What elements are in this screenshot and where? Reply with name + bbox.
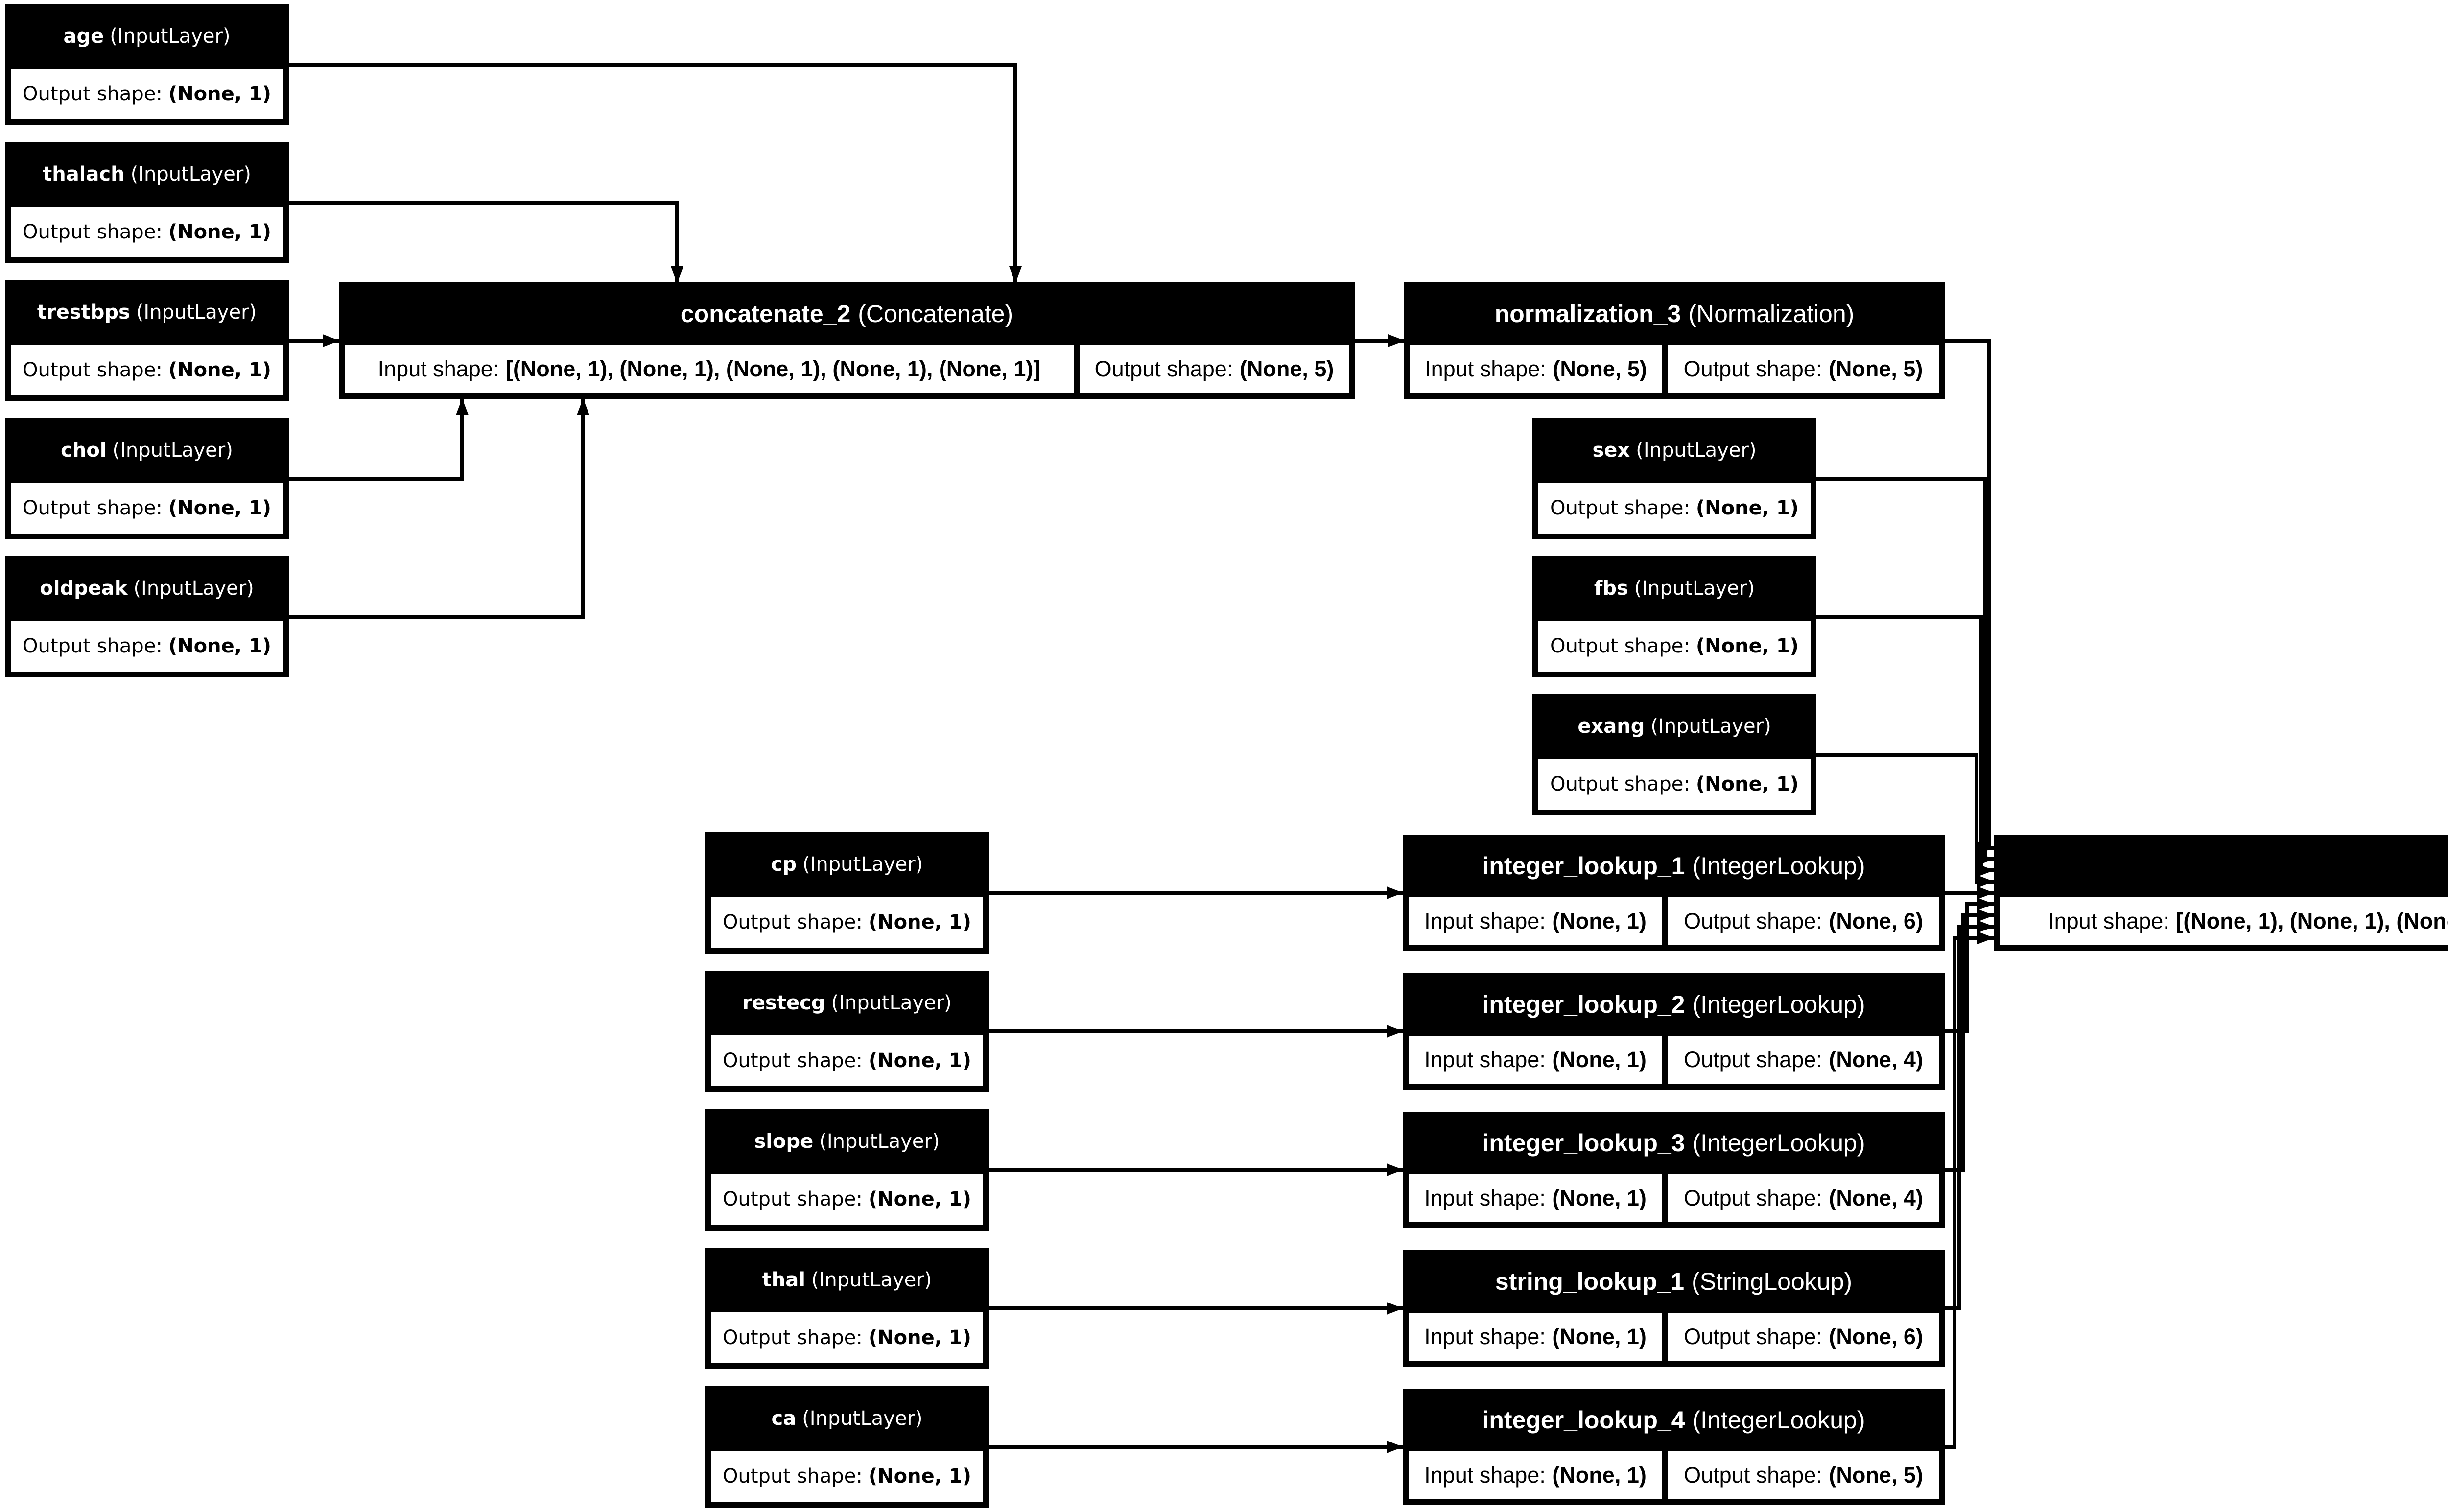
node-concatenate_2: concatenate_2(Concatenate) Input shape:[… xyxy=(339,282,1355,399)
output-shape-cell: Output shape:(None, 1) xyxy=(1538,483,1811,534)
output-shape-cell: Output shape:(None, 1) xyxy=(11,345,283,395)
input-shape-cell: Input shape:(None, 1) xyxy=(1409,1451,1662,1499)
node-title: concatenate_3(Concatenate) xyxy=(1994,835,2448,897)
node-thal: thal(InputLayer) Output shape:(None, 1) xyxy=(705,1248,989,1369)
output-shape-cell: Output shape:(None, 1) xyxy=(1538,621,1811,672)
edge-string_lookup_1-concatenate_3 xyxy=(1945,920,1994,1310)
node-string_lookup_1: string_lookup_1(StringLookup) Input shap… xyxy=(1403,1250,1945,1367)
output-shape-cell: Output shape:(None, 1) xyxy=(711,1035,983,1086)
node-oldpeak: oldpeak(InputLayer) Output shape:(None, … xyxy=(5,556,289,677)
output-shape-cell: Output shape:(None, 1) xyxy=(11,69,283,119)
output-shape-cell: Output shape:(None, 1) xyxy=(1538,759,1811,810)
node-title: integer_lookup_1(IntegerLookup) xyxy=(1482,852,1865,880)
node-title: cp(InputLayer) xyxy=(771,853,923,876)
node-title: integer_lookup_2(IntegerLookup) xyxy=(1482,991,1865,1018)
output-shape-cell: Output shape:(None, 4) xyxy=(1668,1036,1939,1084)
node-title: restecg(InputLayer) xyxy=(742,992,952,1014)
output-shape-cell: Output shape:(None, 5) xyxy=(1668,1451,1939,1499)
node-title: thalach(InputLayer) xyxy=(43,163,251,186)
output-shape-cell: Output shape:(None, 6) xyxy=(1668,897,1939,945)
node-title: exang(InputLayer) xyxy=(1577,715,1771,738)
edge-fbs-concatenate_3 xyxy=(1816,615,1994,877)
edge-chol-concatenate_2 xyxy=(289,398,469,481)
edge-thalach-concatenate_2 xyxy=(289,201,683,283)
node-integer_lookup_3: integer_lookup_3(IntegerLookup) Input sh… xyxy=(1403,1112,1945,1228)
node-title: concatenate_2(Concatenate) xyxy=(680,300,1013,327)
output-shape-cell: Output shape:(None, 1) xyxy=(11,207,283,257)
node-exang: exang(InputLayer) Output shape:(None, 1) xyxy=(1532,694,1816,815)
node-restecg: restecg(InputLayer) Output shape:(None, … xyxy=(705,971,989,1092)
node-title: integer_lookup_3(IntegerLookup) xyxy=(1482,1129,1865,1157)
node-concatenate_3: concatenate_3(Concatenate) Input shape:[… xyxy=(1994,835,2448,951)
node-title: chol(InputLayer) xyxy=(61,439,233,462)
output-shape-cell: Output shape:(None, 1) xyxy=(11,483,283,534)
node-normalization_3: normalization_3(Normalization) Input sha… xyxy=(1404,282,1945,399)
output-shape-cell: Output shape:(None, 1) xyxy=(711,1174,983,1225)
node-chol: chol(InputLayer) Output shape:(None, 1) xyxy=(5,418,289,539)
node-integer_lookup_1: integer_lookup_1(IntegerLookup) Input sh… xyxy=(1403,835,1945,951)
input-shape-cell: Input shape:(None, 1) xyxy=(1409,897,1662,945)
input-shape-cell: Input shape:(None, 5) xyxy=(1410,345,1662,393)
node-thalach: thalach(InputLayer) Output shape:(None, … xyxy=(5,142,289,263)
output-shape-cell: Output shape:(None, 1) xyxy=(711,1451,983,1502)
node-integer_lookup_4: integer_lookup_4(IntegerLookup) Input sh… xyxy=(1403,1389,1945,1505)
edge-exang-concatenate_3 xyxy=(1816,753,1994,888)
node-ca: ca(InputLayer) Output shape:(None, 1) xyxy=(705,1386,989,1508)
node-title: string_lookup_1(StringLookup) xyxy=(1495,1268,1853,1295)
input-shape-cell: Input shape:(None, 1) xyxy=(1409,1313,1662,1361)
edge-oldpeak-concatenate_2 xyxy=(289,398,589,619)
output-shape-cell: Output shape:(None, 5) xyxy=(1080,345,1349,393)
node-title: integer_lookup_4(IntegerLookup) xyxy=(1482,1406,1865,1434)
output-shape-cell: Output shape:(None, 1) xyxy=(711,897,983,948)
output-shape-cell: Output shape:(None, 6) xyxy=(1668,1313,1939,1361)
node-title: trestbps(InputLayer) xyxy=(37,301,257,324)
node-title: ca(InputLayer) xyxy=(771,1407,923,1430)
node-title: fbs(InputLayer) xyxy=(1594,577,1755,600)
edge-integer_lookup_4-concatenate_3 xyxy=(1945,931,1994,1449)
output-shape-cell: Output shape:(None, 1) xyxy=(11,621,283,672)
input-shape-cell: Input shape:(None, 1) xyxy=(1409,1036,1662,1084)
node-title: oldpeak(InputLayer) xyxy=(40,577,254,600)
output-shape-cell: Output shape:(None, 1) xyxy=(711,1312,983,1363)
input-shape-cell: Input shape:(None, 1) xyxy=(1409,1174,1662,1222)
node-fbs: fbs(InputLayer) Output shape:(None, 1) xyxy=(1532,556,1816,677)
node-title: slope(InputLayer) xyxy=(754,1130,940,1153)
edge-normalization_3-concatenate_3 xyxy=(1945,339,1994,854)
node-age: age(InputLayer) Output shape:(None, 1) xyxy=(5,4,289,125)
edge-age-concatenate_2 xyxy=(289,63,1022,283)
node-trestbps: trestbps(InputLayer) Output shape:(None,… xyxy=(5,280,289,401)
input-shape-cell: Input shape:[(None, 1), (None, 1), (None… xyxy=(345,345,1074,393)
node-title: thal(InputLayer) xyxy=(762,1269,932,1291)
input-shape-cell: Input shape:[(None, 1), (None, 1), (None… xyxy=(2000,897,2448,945)
node-sex: sex(InputLayer) Output shape:(None, 1) xyxy=(1532,418,1816,539)
node-title: sex(InputLayer) xyxy=(1592,439,1757,462)
edge-integer_lookup_2-concatenate_3 xyxy=(1945,898,1994,1033)
output-shape-cell: Output shape:(None, 4) xyxy=(1668,1174,1939,1222)
edge-sex-concatenate_3 xyxy=(1816,477,1994,865)
node-slope: slope(InputLayer) Output shape:(None, 1) xyxy=(705,1109,989,1231)
node-title: age(InputLayer) xyxy=(63,25,231,47)
node-integer_lookup_2: integer_lookup_2(IntegerLookup) Input sh… xyxy=(1403,973,1945,1090)
node-title: normalization_3(Normalization) xyxy=(1494,300,1855,327)
output-shape-cell: Output shape:(None, 5) xyxy=(1668,345,1939,393)
node-cp: cp(InputLayer) Output shape:(None, 1) xyxy=(705,832,989,954)
